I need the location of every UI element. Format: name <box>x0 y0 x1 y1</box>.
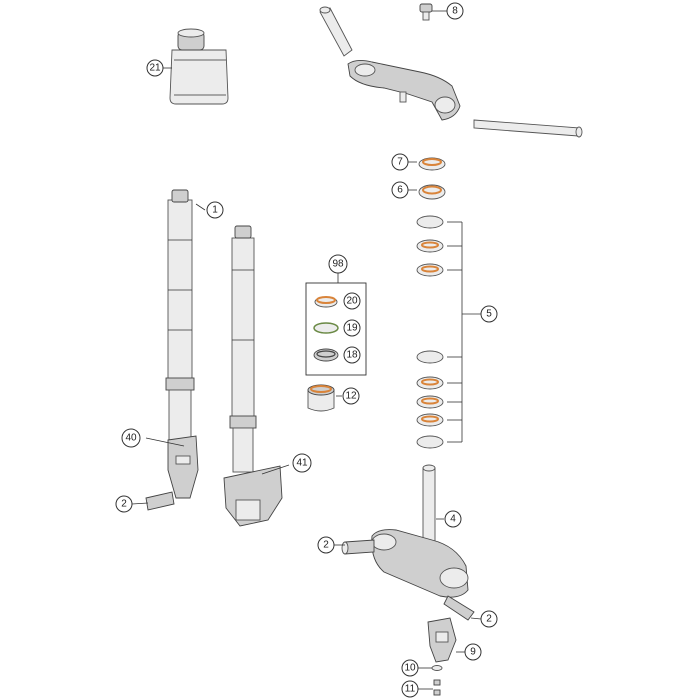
kit-98-box <box>305 272 367 376</box>
svg-text:20: 20 <box>346 296 358 307</box>
svg-text:10: 10 <box>404 663 416 674</box>
callout-20: 20 <box>343 292 361 310</box>
svg-text:8: 8 <box>452 6 458 17</box>
callout-19: 19 <box>343 319 361 337</box>
callout-5: 5 <box>480 305 498 323</box>
upper-triple-clamp <box>319 6 583 138</box>
washer-10 <box>431 665 443 671</box>
fork-leg-left <box>145 189 199 511</box>
svg-text:18: 18 <box>346 350 358 361</box>
callout-21: 21 <box>146 59 164 77</box>
svg-text:2: 2 <box>323 540 329 551</box>
svg-text:6: 6 <box>397 185 403 196</box>
lower-triple-clamp <box>341 464 475 621</box>
svg-text:41: 41 <box>296 458 308 469</box>
callout-2-middle: 2 <box>317 536 335 554</box>
bracket-9 <box>427 617 457 663</box>
svg-text:2: 2 <box>121 499 127 510</box>
oil-bottle <box>169 28 229 105</box>
screws-11 <box>433 679 441 696</box>
seal-20 <box>314 296 338 308</box>
callout-98: 98 <box>328 254 348 274</box>
callout-41: 41 <box>292 453 312 473</box>
callout-6: 6 <box>391 181 409 199</box>
svg-text:12: 12 <box>345 391 357 402</box>
callout-9: 9 <box>464 643 482 661</box>
svg-text:2: 2 <box>486 614 492 625</box>
bearing-race-7 <box>418 157 446 171</box>
callout-18: 18 <box>343 346 361 364</box>
callout-7: 7 <box>391 153 409 171</box>
svg-text:19: 19 <box>346 323 358 334</box>
svg-text:5: 5 <box>486 309 492 320</box>
svg-text:1: 1 <box>212 205 218 216</box>
seal-19 <box>313 322 339 334</box>
svg-text:21: 21 <box>149 63 161 74</box>
bolt-8 <box>419 3 433 21</box>
bushing-12 <box>307 384 335 412</box>
callout-11: 11 <box>401 680 419 698</box>
callout-2-right: 2 <box>480 610 498 628</box>
callout-40: 40 <box>121 428 141 448</box>
callout-10: 10 <box>401 659 419 677</box>
callout-12: 12 <box>342 387 360 405</box>
callout-2-left: 2 <box>115 495 133 513</box>
svg-text:11: 11 <box>405 684 416 695</box>
fork-leg-right <box>223 225 283 527</box>
callout-8: 8 <box>446 2 464 20</box>
svg-text:7: 7 <box>397 157 403 168</box>
svg-text:4: 4 <box>450 514 456 525</box>
bracket-5 <box>447 221 481 443</box>
callout-1: 1 <box>206 201 224 219</box>
bearing-6 <box>418 184 446 200</box>
svg-text:98: 98 <box>332 259 344 270</box>
seal-18 <box>313 348 339 362</box>
callout-4: 4 <box>444 510 462 528</box>
svg-text:9: 9 <box>470 647 476 658</box>
svg-text:40: 40 <box>125 433 137 444</box>
bearing-stack-5 <box>416 215 444 449</box>
